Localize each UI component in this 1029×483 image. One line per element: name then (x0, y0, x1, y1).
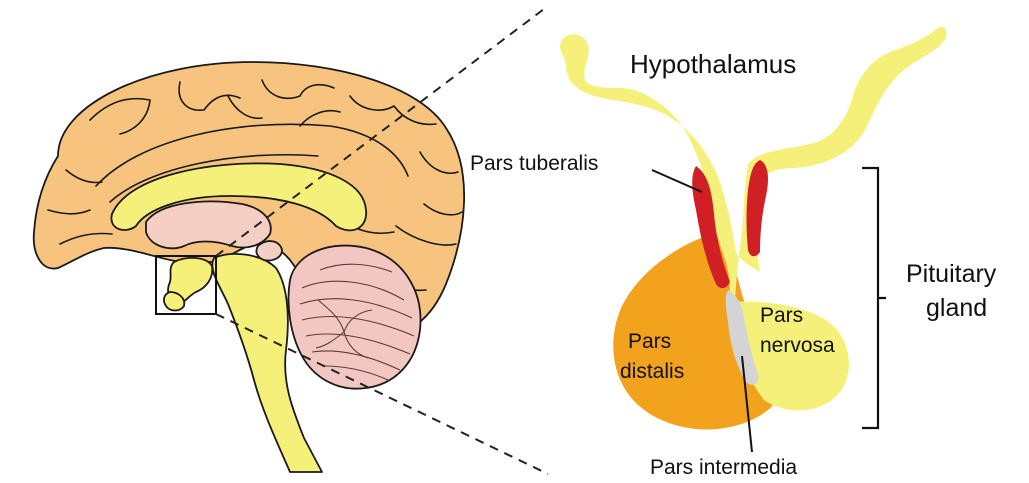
label-pars-nervosa-line2: nervosa (760, 334, 835, 357)
label-pituitary-line2: gland (926, 294, 987, 322)
pineal-region (256, 241, 282, 260)
pituitary-bracket (862, 168, 886, 428)
label-hypothalamus: Hypothalamus (630, 49, 796, 79)
label-pars-distalis-line1: Pars (628, 330, 671, 353)
thalamus (146, 201, 271, 248)
label-pars-distalis-line2: distalis (620, 360, 684, 383)
pituitary-detail (560, 27, 946, 452)
label-pars-nervosa-line1: Pars (760, 304, 803, 327)
brain-sagittal-section (34, 62, 464, 472)
label-pituitary-line1: Pituitary (906, 260, 997, 288)
label-pars-tuberalis: Pars tuberalis (470, 152, 598, 175)
label-pars-intermedia: Pars intermedia (650, 456, 797, 479)
